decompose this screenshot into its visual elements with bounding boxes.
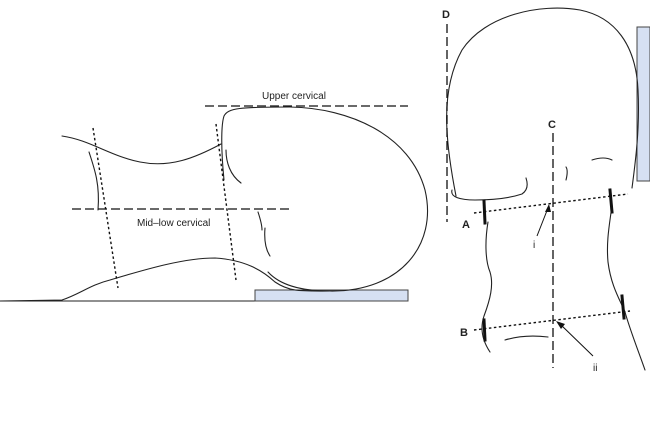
upper-cervical-label: Upper cervical xyxy=(262,91,326,102)
front-view-figure: D C A B i ii xyxy=(442,7,650,374)
side-view-figure: Upper cervical Mid–low cervical xyxy=(0,91,429,302)
side-support-board xyxy=(636,26,650,182)
front-neck-left xyxy=(481,221,493,353)
front-neck-right xyxy=(606,204,646,371)
shoulder-curve xyxy=(88,151,99,211)
arrow-i-head xyxy=(545,204,551,212)
jaw-curve xyxy=(225,149,242,184)
neck-dotted-line-right xyxy=(215,123,237,281)
tick-a-right xyxy=(608,188,614,214)
tick-b-left xyxy=(482,318,487,342)
arrow-ii-shaft xyxy=(559,323,594,357)
head-outline xyxy=(221,106,429,292)
label-b: B xyxy=(460,327,468,339)
neck-dotted-line-left xyxy=(92,127,119,289)
label-c: C xyxy=(548,119,556,131)
label-d: D xyxy=(442,9,450,21)
line-a xyxy=(473,193,629,214)
tick-a-left xyxy=(482,199,487,225)
front-head-outline xyxy=(446,7,639,197)
mid-low-cervical-label: Mid–low cervical xyxy=(137,218,210,229)
body-lower-contour xyxy=(0,257,331,302)
label-a: A xyxy=(462,219,470,231)
collarbone-mark xyxy=(504,335,549,341)
ear-mark-2 xyxy=(264,227,271,257)
label-ii: ii xyxy=(593,363,597,374)
label-i: i xyxy=(533,240,535,251)
neck-upper-contour xyxy=(61,135,222,165)
front-jaw-outline xyxy=(451,177,528,201)
chin-mark xyxy=(565,166,568,181)
cheek-mark xyxy=(591,157,613,161)
arrow-ii-head xyxy=(556,321,565,329)
tick-b-right xyxy=(620,294,626,320)
arrow-i-shaft xyxy=(536,207,549,237)
head-support-block xyxy=(254,289,409,302)
line-b xyxy=(473,310,631,331)
ear-mark xyxy=(257,211,263,231)
